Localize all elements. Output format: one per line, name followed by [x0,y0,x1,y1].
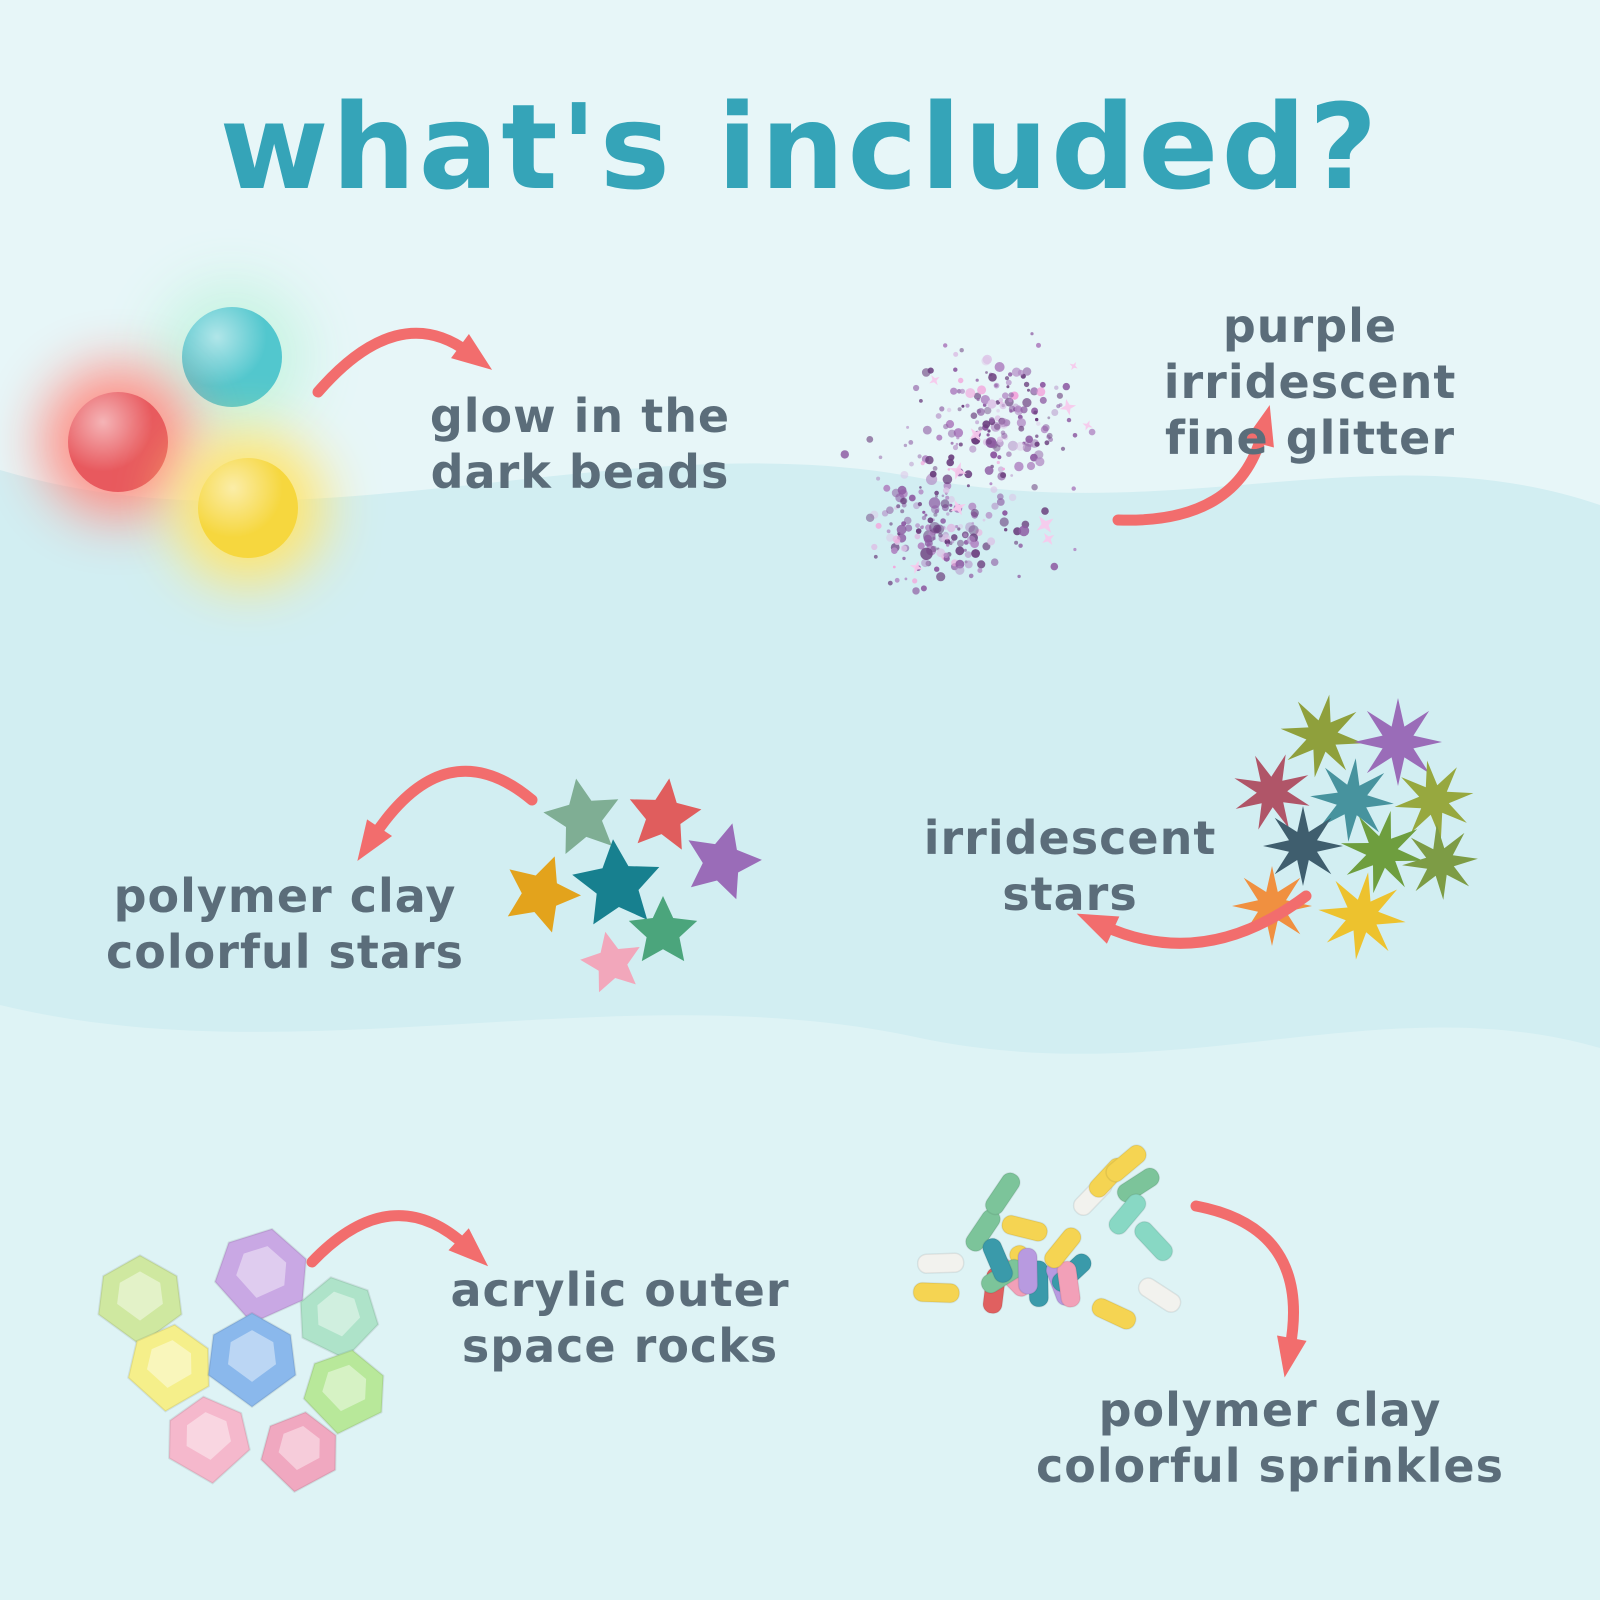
glow-beads-label: glow in the dark beads [429,389,731,500]
arrows [306,327,1312,1378]
arrow-irridescent-stars [1076,890,1312,949]
irridescent-stars-illustration [1232,694,1478,960]
wave-band-bottom [0,1005,1600,1600]
polymer-clay-stars-label: polymer clay colorful stars [106,869,464,980]
purple-glitter-label: purple irridescent fine glitter [1163,299,1457,466]
bead-1 [68,392,168,492]
purple-glitter-illustration [840,332,1096,595]
arrow-sprinkles [1190,1200,1307,1378]
arrow-glow-beads [312,327,493,398]
page-title: what's included? [219,78,1381,216]
sprinkles-illustration [912,1144,1182,1330]
bead-0 [182,307,282,407]
space-rocks-label: acrylic outer space rocks [450,1263,790,1374]
space-rocks-illustration [97,1227,385,1493]
bead-2 [198,458,298,558]
polymer-clay-stars-illustration [507,778,762,993]
arrow-space-rocks [306,1210,489,1268]
sprinkles-label: polymer clay colorful sprinkles [1036,1383,1504,1494]
arrow-purple-glitter [1112,405,1274,526]
irridescent-stars-label: irridescent stars [923,811,1217,922]
arrow-clay-stars [357,765,538,861]
